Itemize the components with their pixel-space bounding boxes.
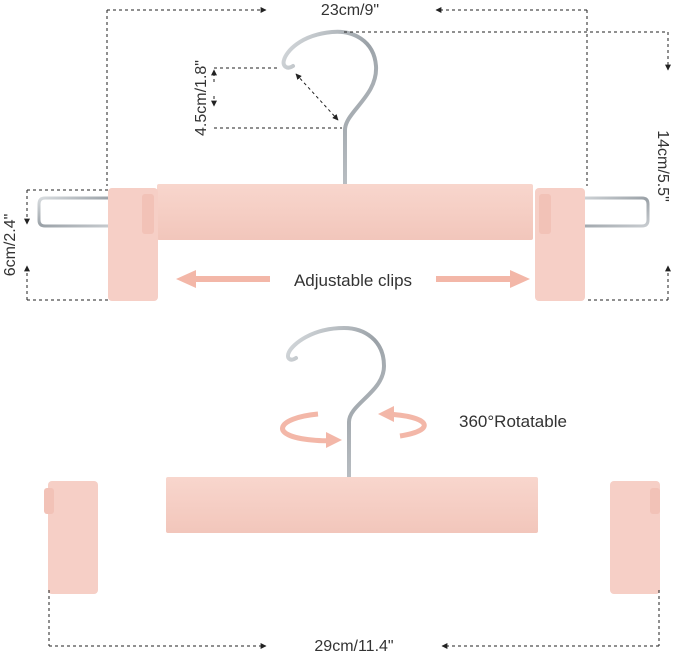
bottom-bar [166,477,538,533]
top-bar [157,184,533,240]
bottom-right-clip [610,481,660,594]
dimension-lines-top [24,7,671,301]
total-height-label: 14cm/5.5" [654,130,671,202]
rotation-arrow-back [385,411,427,439]
hook-height-label: 4.5cm/1.8" [193,60,210,136]
bottom-hanger [44,325,660,594]
top-hook [281,29,379,188]
top-hanger [37,29,650,301]
adjustable-clips-label: Adjustable clips [294,271,412,290]
top-right-rod [570,196,650,228]
top-left-rod [37,196,112,228]
width-bottom-label: 29cm/11.4" [314,638,393,655]
width-top-label: 23cm/9" [321,2,379,19]
adjustable-clips-arrows [176,270,530,288]
clip-height-label: 6cm/2.4" [2,214,19,277]
bottom-hook [285,325,387,480]
rotatable-label: 360°Rotatable [459,412,567,431]
dimension-lines-bottom [48,590,660,649]
bottom-left-clip [48,481,98,594]
